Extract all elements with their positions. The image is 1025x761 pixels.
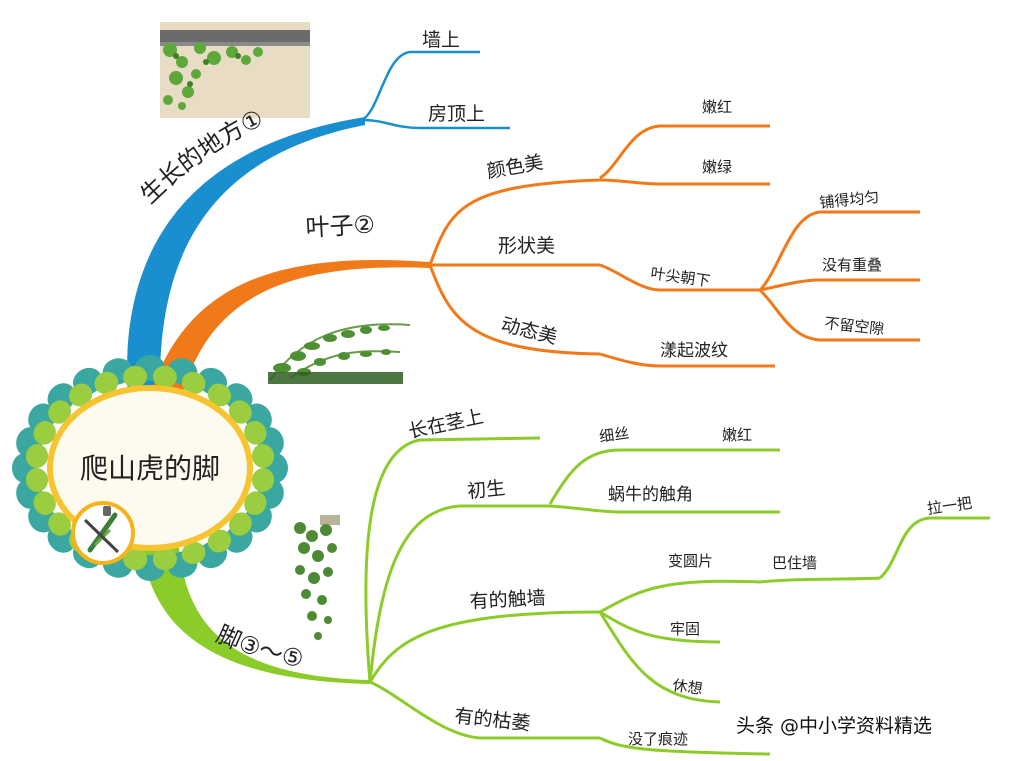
- color-beauty-label: 颜色美: [485, 151, 545, 183]
- no-trace-label: 没了痕迹: [628, 730, 688, 748]
- newborn-label: 初生: [466, 477, 506, 503]
- sun-petal: [229, 512, 252, 536]
- sun-petal: [181, 371, 206, 395]
- no-way-label: 休想: [671, 676, 703, 698]
- sun-petal: [207, 383, 232, 407]
- firm-label: 牢固: [670, 620, 700, 638]
- sun-petal: [25, 444, 49, 468]
- sun-petal: [181, 541, 206, 565]
- sun-petal: [25, 468, 49, 492]
- leaves-branch-label: 叶子②: [305, 210, 376, 242]
- feet-sub-branches: [364, 436, 990, 756]
- place-roof-label: 房顶上: [428, 103, 485, 125]
- on-stem-label: 长在茎上: [406, 406, 485, 443]
- sun-petal: [244, 420, 267, 445]
- sun-petal: [207, 529, 232, 553]
- tender-red-label: 嫩红: [702, 98, 732, 116]
- leaf-tip-down-label: 叶尖朝下: [649, 264, 711, 290]
- spread-evenly-label: 铺得均匀: [819, 188, 881, 212]
- pull-label: 拉一把: [926, 494, 973, 518]
- sun-petal: [48, 512, 71, 536]
- place-main-branch: [127, 117, 365, 395]
- snail-antenna-label: 蜗牛的触角: [608, 485, 693, 505]
- shape-beauty-label: 形状美: [498, 235, 555, 257]
- sun-petal: [251, 444, 275, 468]
- sun-petal: [152, 365, 177, 388]
- sun-petal: [33, 420, 56, 445]
- thread-red-label: 嫩红: [722, 426, 752, 444]
- sun-petal: [123, 365, 148, 388]
- withered-label: 有的枯萎: [453, 705, 531, 735]
- sun-petal: [229, 400, 252, 424]
- place-wall-label: 墙上: [422, 29, 460, 51]
- sun-petal: [33, 491, 56, 516]
- sun-petal: [244, 491, 267, 516]
- no-gap-label: 不留空隙: [824, 314, 886, 338]
- sun-petal: [68, 383, 93, 407]
- leaves-sub-branches: [428, 124, 920, 368]
- sun-petal: [94, 371, 119, 395]
- brush-icon: [71, 501, 135, 565]
- center-node[interactable]: 爬山虎的脚: [12, 355, 288, 581]
- hanging-vine-picture: [294, 515, 340, 640]
- place-sub-branches: [361, 50, 510, 130]
- vine-wall-picture: [160, 22, 310, 118]
- sun-petal: [152, 548, 177, 571]
- no-overlap-label: 没有重叠: [822, 256, 882, 274]
- sun-petal: [123, 548, 148, 571]
- ripple-label: 漾起波纹: [660, 341, 728, 361]
- round-disc-label: 变圆片: [668, 552, 713, 570]
- vine-leaves-picture: [268, 323, 411, 384]
- grab-wall-label: 巴住墙: [772, 554, 817, 572]
- tender-green-label: 嫩绿: [702, 158, 732, 176]
- touch-wall-label: 有的触墙: [469, 587, 546, 613]
- watermark: 头条 @中小学资料精选: [736, 715, 932, 737]
- sun-petal: [48, 400, 71, 424]
- center-label: 爬山虎的脚: [80, 452, 220, 485]
- thin-thread-label: 细丝: [598, 424, 630, 446]
- sun-petal: [251, 468, 275, 492]
